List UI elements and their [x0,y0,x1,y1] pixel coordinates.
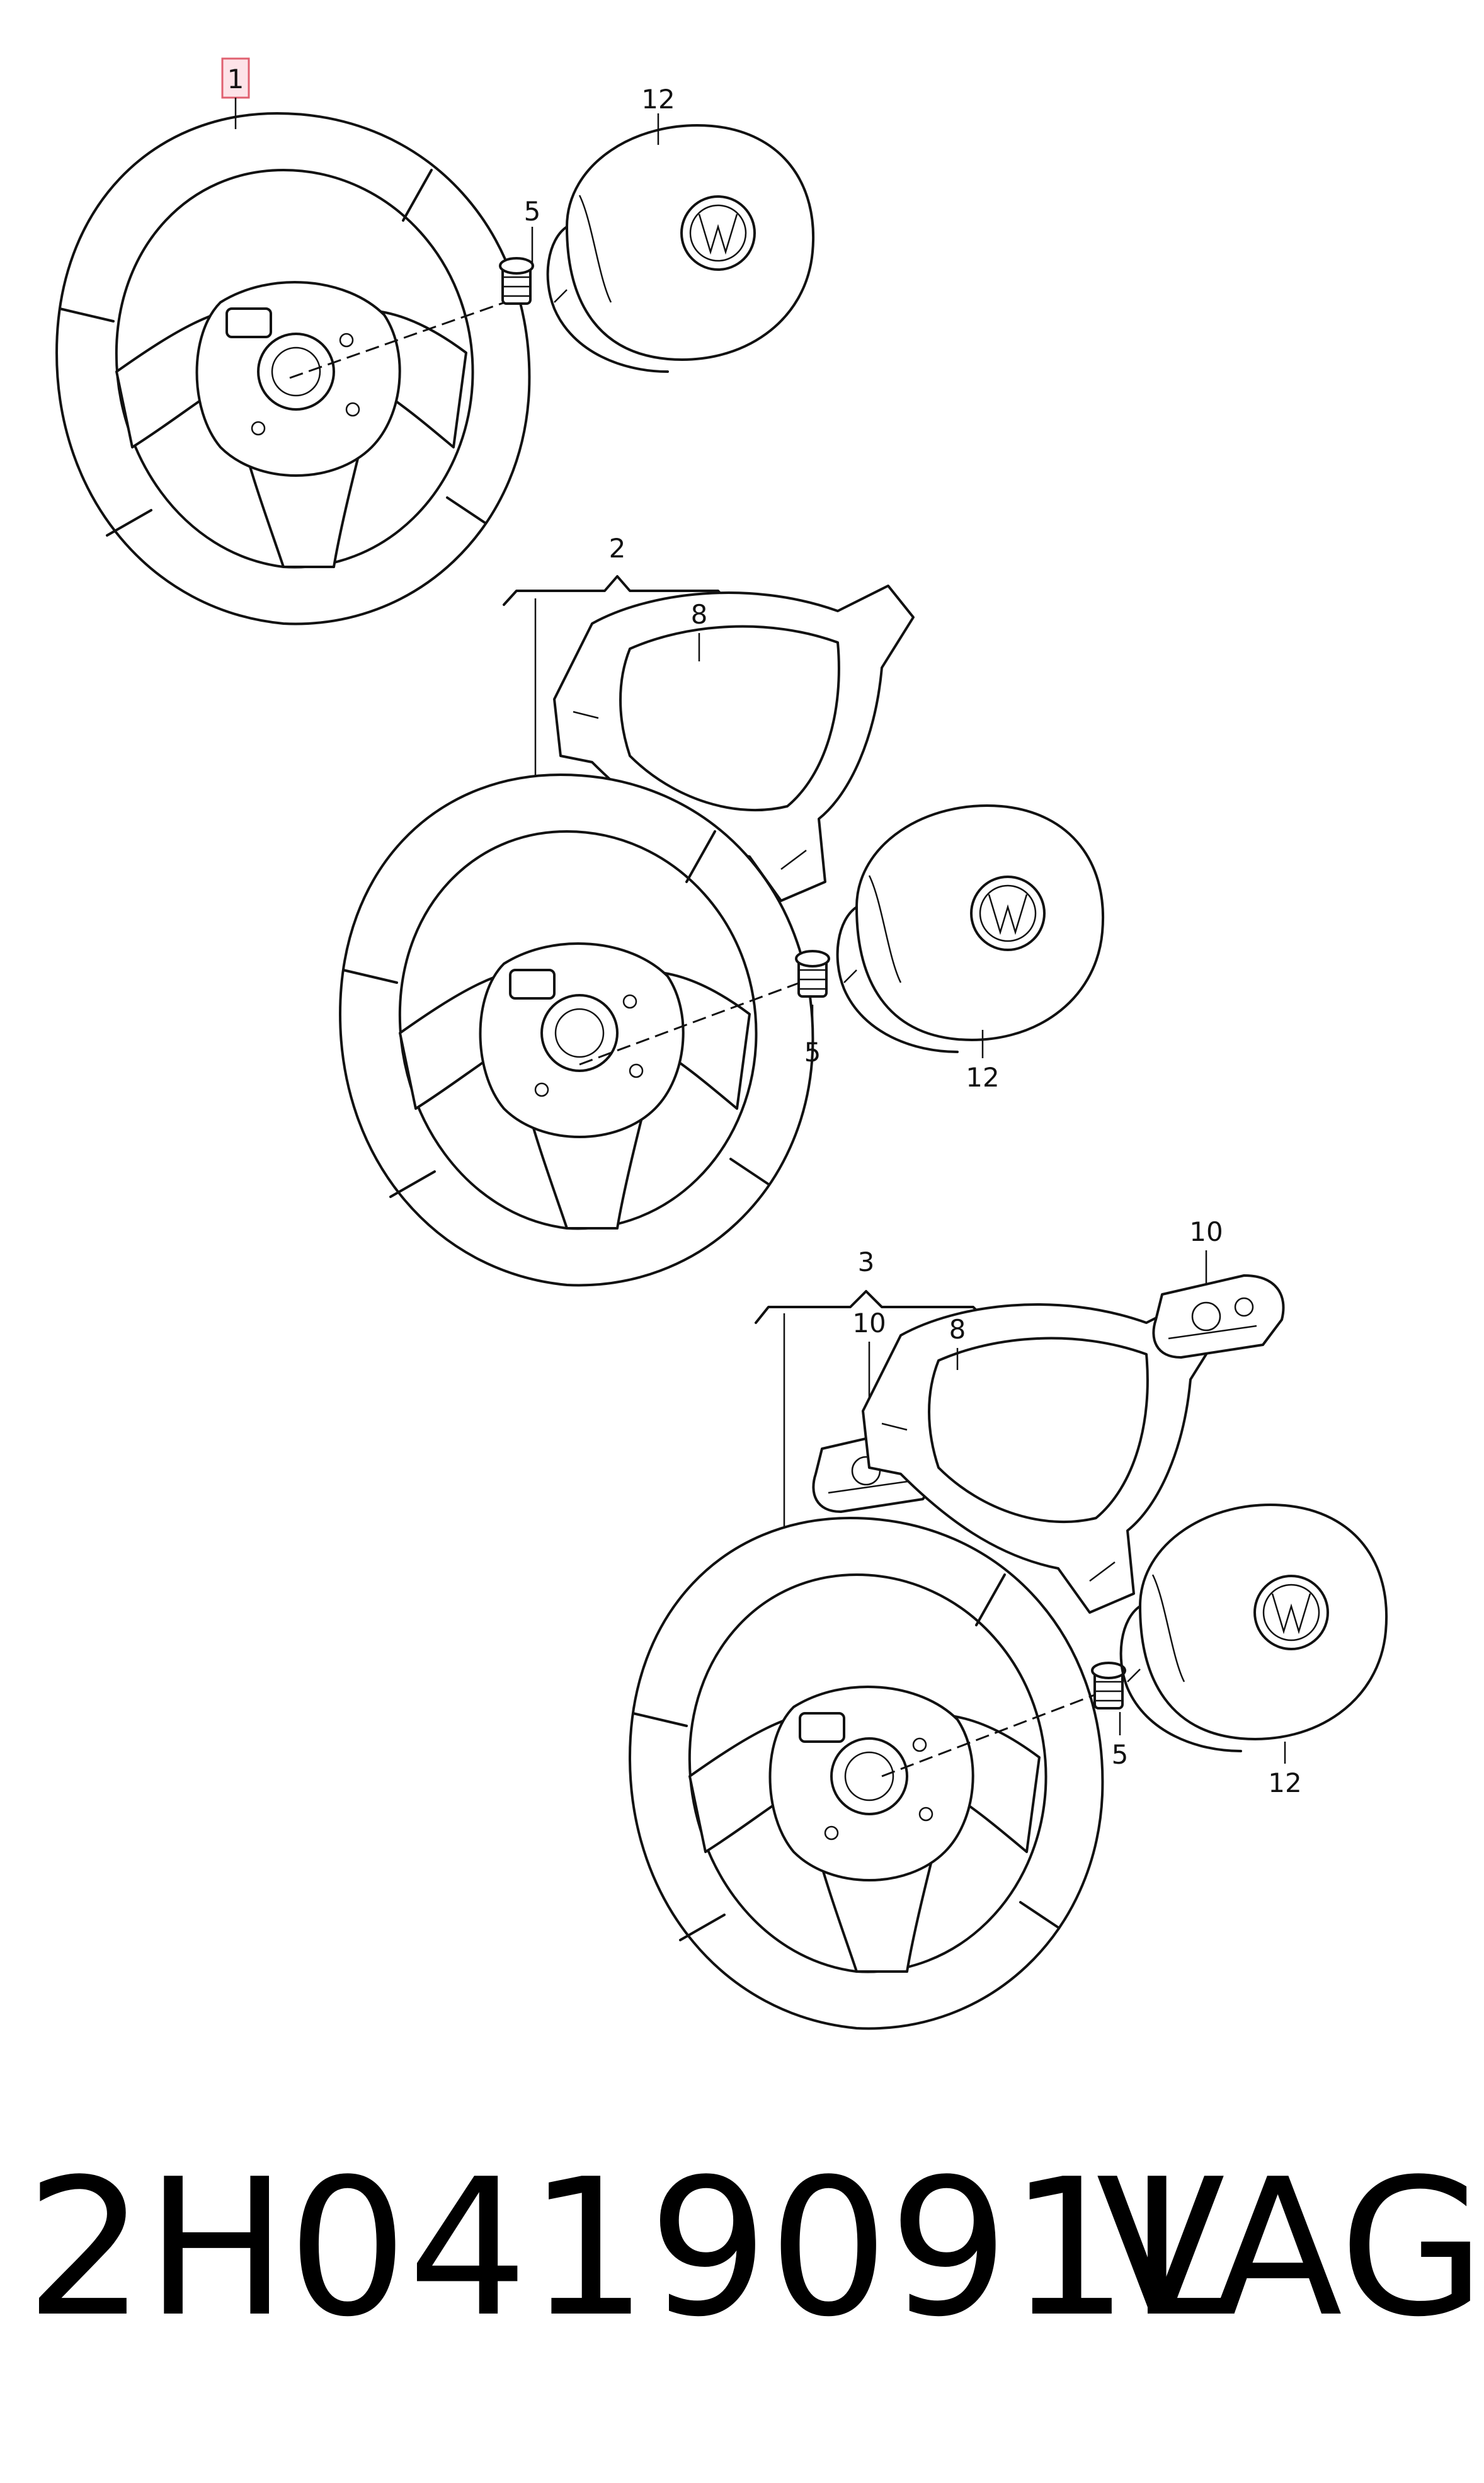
callout-5b: 5 [804,1037,821,1068]
airbag-1 [546,124,815,373]
callout-5a: 5 [524,196,541,227]
callout-10a: 10 [852,1308,886,1339]
steering-wheel-2 [339,773,814,1287]
steering-wheel-3 [629,1517,1104,2030]
callout-8a: 8 [691,599,708,630]
callout-10b: 10 [1189,1216,1223,1247]
callout-12c: 12 [1268,1767,1301,1798]
callout-8b: 8 [949,1314,966,1345]
callout-12a: 12 [641,84,675,115]
airbag-3 [1119,1504,1388,1752]
callout-5c: 5 [1112,1739,1129,1770]
multifunction-switch-right [1152,1274,1285,1359]
bracket-3 [755,1290,990,1324]
bolt-2 [795,950,830,998]
part-number: 2H0419091L [25,2138,1235,2358]
airbag-2 [836,804,1105,1053]
bolt-1 [499,257,534,305]
steering-wheel-1 [55,112,531,625]
callout-1: 1 [227,64,244,94]
callout-2: 2 [609,533,626,564]
brand-label: VAG [1096,2138,1484,2358]
bracket-2 [503,575,732,606]
callout-3: 3 [858,1247,875,1277]
callout-12b: 12 [966,1062,999,1093]
part-caption: 2H0419091L VAG [25,2135,1484,2362]
axis-line-1 [289,295,523,379]
axis-line-3 [881,1693,1097,1778]
bolt-3 [1091,1662,1126,1710]
